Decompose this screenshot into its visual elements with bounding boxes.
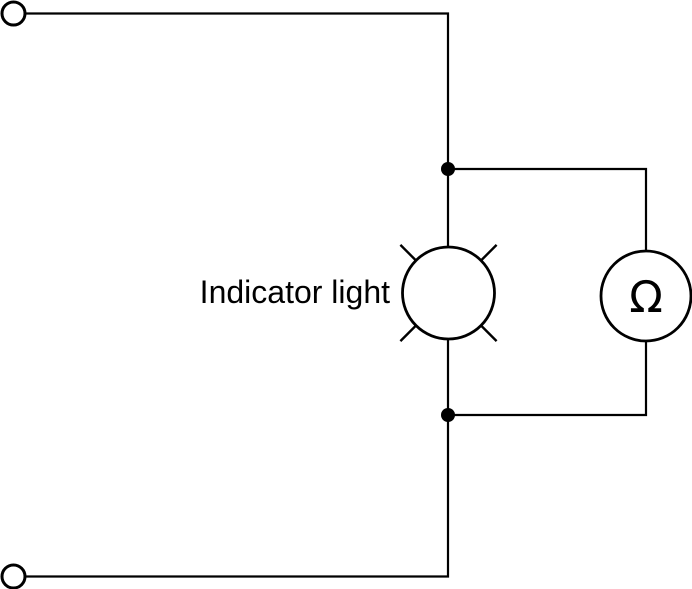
terminal-bottom-left (0, 563, 27, 589)
indicator-light-symbol (399, 244, 498, 342)
junction-dot-top (441, 162, 455, 176)
wire-top-run (25, 12, 450, 248)
indicator-light-ray-top-right (480, 244, 498, 262)
indicator-light-ray-bottom-left (399, 324, 417, 342)
indicator-light-circle (401, 245, 496, 341)
terminal-top-left (0, 0, 27, 27)
indicator-light-label: Indicator light (200, 274, 390, 310)
ohmmeter-omega-symbol: Ω (629, 272, 663, 323)
ohmmeter-circle (599, 249, 692, 343)
indicator-light-ray-top-left (399, 244, 417, 262)
wire-bottom-run (25, 338, 450, 578)
indicator-light-ray-bottom-right (480, 324, 498, 342)
wire-branch-bottom (448, 340, 648, 417)
ohmmeter-symbol-group: Ω (599, 249, 692, 343)
wire-branch-top (448, 167, 648, 252)
junction-dot-bottom (441, 408, 455, 422)
